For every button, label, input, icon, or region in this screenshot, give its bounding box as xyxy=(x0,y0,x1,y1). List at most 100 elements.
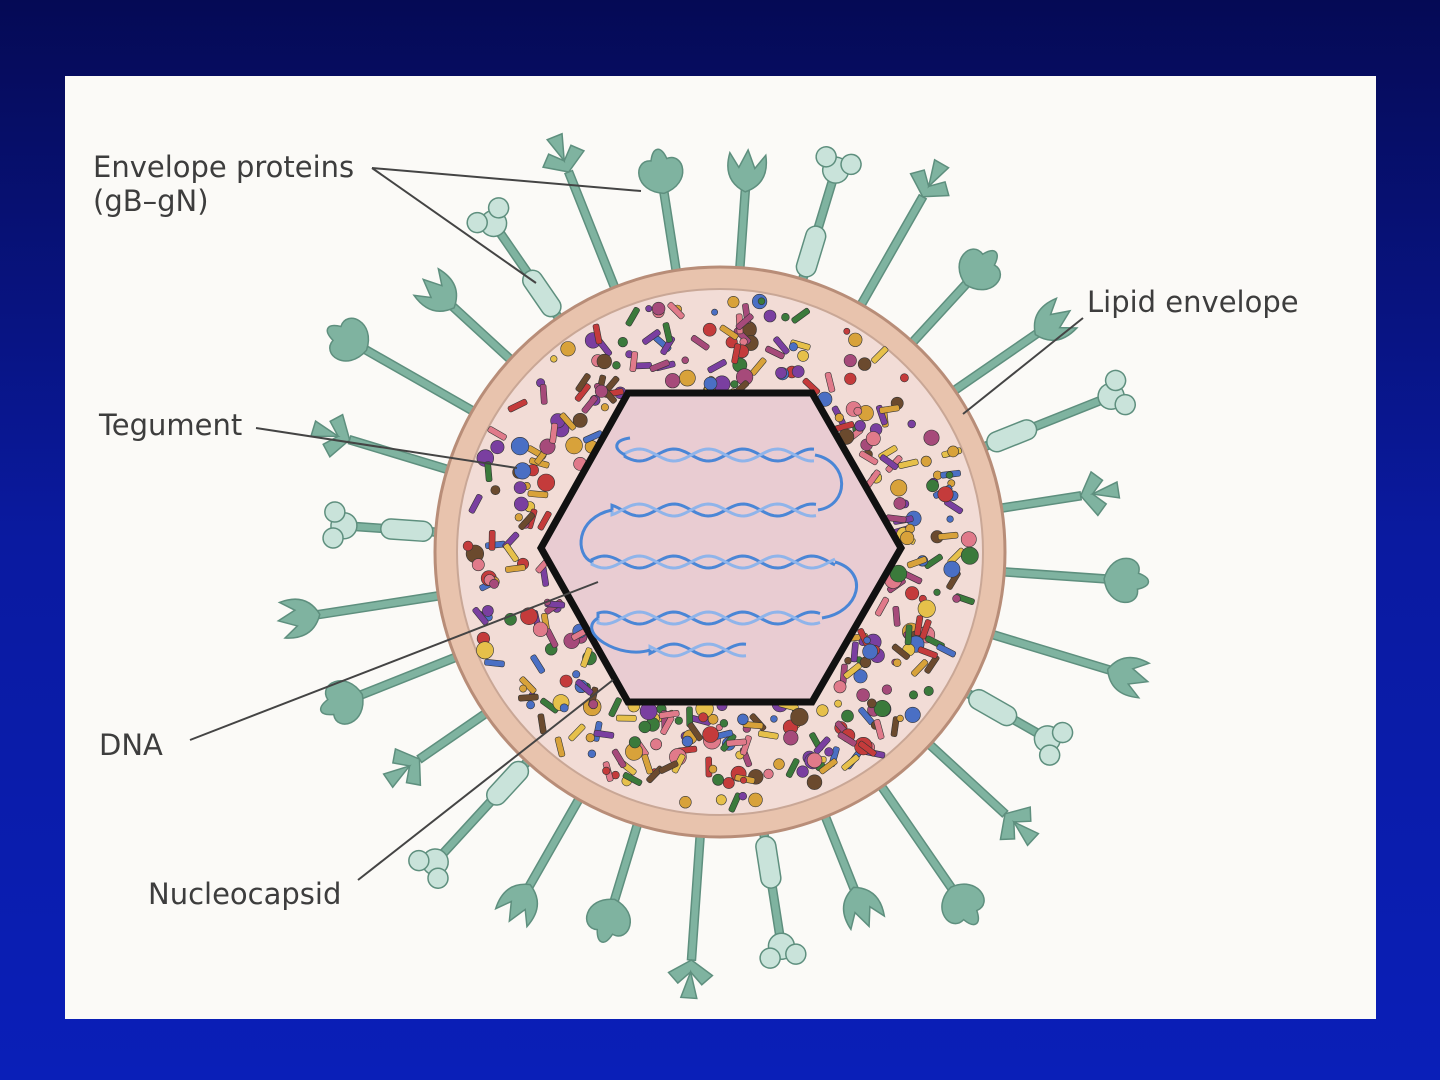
tegument-protein xyxy=(687,722,704,742)
tegument-protein xyxy=(472,606,489,626)
glycoprotein-spike xyxy=(494,792,586,929)
glycoprotein-spike xyxy=(667,830,714,1000)
tegument-protein xyxy=(487,426,507,441)
tegument-protein xyxy=(537,510,552,531)
tegument-particle xyxy=(650,738,662,751)
tegument-particle xyxy=(865,431,881,446)
tegument-protein xyxy=(791,307,811,324)
tegument-particle xyxy=(783,730,799,746)
tegument-particle xyxy=(596,353,612,370)
tegument-protein xyxy=(858,740,877,757)
tegument-particle xyxy=(679,795,692,809)
tegument-protein xyxy=(575,373,591,393)
tegument-particle xyxy=(900,373,909,383)
tegument-protein xyxy=(891,643,911,660)
label-nucleocapsid: Nucleocapsid xyxy=(148,877,342,911)
tegument-particle xyxy=(854,420,866,432)
glycoprotein-spike xyxy=(874,779,985,926)
tegument-particle xyxy=(645,305,653,313)
tegument-protein xyxy=(892,605,901,627)
tegument-particle xyxy=(711,308,718,316)
tegument-protein xyxy=(936,643,957,658)
glycoprotein-spike xyxy=(408,754,535,889)
leader-lipid-envelope xyxy=(962,317,1084,415)
tegument-protein xyxy=(592,323,603,345)
tegument-particle xyxy=(715,794,727,806)
tegument-particle xyxy=(628,736,641,749)
tegument-protein xyxy=(719,324,739,340)
tegument-protein xyxy=(641,753,654,775)
tegument-protein xyxy=(785,758,800,778)
tegument-protein xyxy=(911,659,929,677)
tegument-particle xyxy=(674,716,683,725)
tegument-particle xyxy=(946,515,954,523)
tegument-protein xyxy=(837,731,857,747)
tegument-protein xyxy=(917,646,938,659)
tegument-protein xyxy=(468,493,483,514)
label-envelope-proteins-line1: Envelope proteins xyxy=(93,150,355,184)
tegument-protein xyxy=(559,412,577,431)
tegument-particle xyxy=(937,486,954,503)
tegument-protein xyxy=(874,596,890,617)
tegument-particle xyxy=(952,594,961,603)
tegument-protein xyxy=(875,404,888,426)
tegument-particle xyxy=(560,341,576,357)
tegument-particle xyxy=(585,733,595,743)
dna-strand xyxy=(623,447,815,463)
tegument-particle xyxy=(844,656,852,665)
dna-strand xyxy=(610,502,817,518)
dna-strand xyxy=(610,502,817,518)
tegument-particle xyxy=(526,700,535,710)
tegument-particle xyxy=(681,356,689,364)
tegument-particle xyxy=(907,419,916,429)
tegument-particle xyxy=(748,792,763,808)
tegument-particle xyxy=(905,586,920,601)
tegument-particle xyxy=(960,531,977,548)
tegument-protein xyxy=(690,334,710,351)
tegument-protein xyxy=(611,748,627,769)
tegument-particle xyxy=(600,403,609,412)
label-lipid-envelope: Lipid envelope xyxy=(1087,285,1299,319)
tegument-protein xyxy=(726,738,747,747)
glycoprotein-spike xyxy=(585,817,644,943)
tegument-particle xyxy=(763,309,777,323)
tegument-particle xyxy=(681,735,694,748)
tegument-particle xyxy=(853,669,868,684)
tegument-protein xyxy=(904,624,913,646)
tegument-protein xyxy=(906,556,928,569)
tegument-particle xyxy=(550,355,558,363)
tegument-particle xyxy=(893,497,907,510)
tegument-particle xyxy=(943,560,961,578)
glycoprotein-spike xyxy=(854,158,950,312)
glycoprotein-spike xyxy=(466,197,566,325)
tegument-particle xyxy=(773,758,785,770)
tegument-particle xyxy=(559,703,569,713)
tegument-protein xyxy=(667,301,685,320)
tegument-protein xyxy=(757,730,779,740)
tegument-particle xyxy=(476,641,494,660)
glycoprotein-spike xyxy=(905,248,1001,350)
tegument-particle xyxy=(866,698,877,709)
tegument-particle xyxy=(781,313,790,322)
dna-strand xyxy=(596,610,821,626)
tegument-particle xyxy=(727,295,740,308)
tegument-particle xyxy=(863,636,871,644)
tegument-protein xyxy=(879,454,899,471)
glycoprotein-spike xyxy=(947,296,1079,398)
glycoprotein-spike xyxy=(818,809,886,932)
tegument-particle xyxy=(824,747,834,757)
tegument-protein xyxy=(858,450,879,466)
tegument-particle xyxy=(843,354,857,368)
tegument-particle xyxy=(770,715,778,723)
tegument-particle xyxy=(926,479,939,493)
label-envelope-proteins: Envelope proteins (gB–gN) xyxy=(93,150,354,218)
dna-strand xyxy=(648,642,747,658)
tegument-protein xyxy=(615,714,637,722)
tegument-particle xyxy=(490,485,501,495)
leader-dna xyxy=(189,581,599,741)
tegument-particle xyxy=(834,699,842,708)
tegument-protein xyxy=(625,306,640,327)
glycoprotein-spike xyxy=(322,501,442,549)
tegument-protein xyxy=(658,709,680,719)
tegument-particle xyxy=(482,605,494,617)
